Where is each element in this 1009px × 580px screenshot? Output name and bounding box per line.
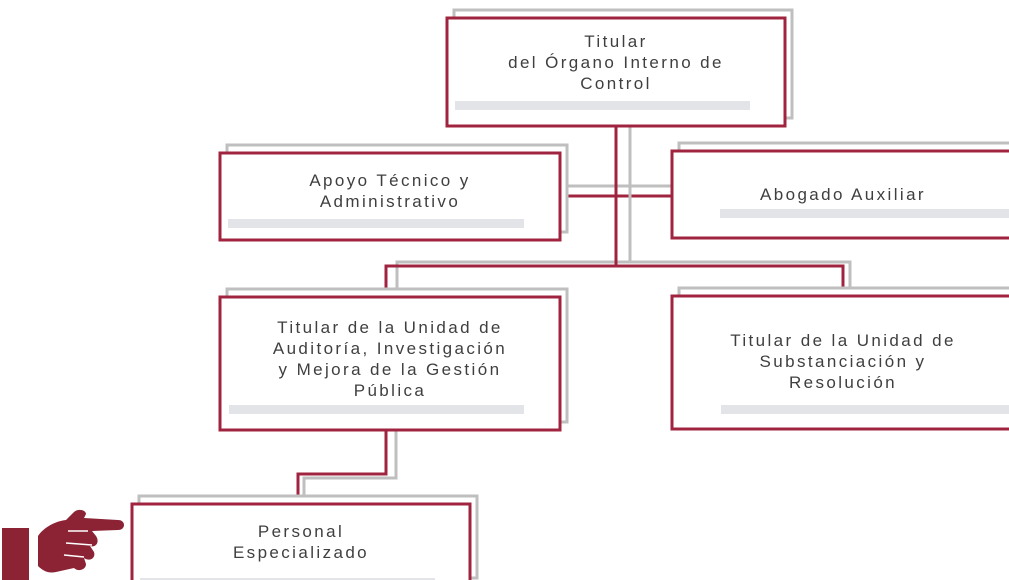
node-label-auditoria: Titular de la Unidad de Auditoría, Inves… — [272, 318, 508, 400]
hand-crease-2 — [65, 542, 93, 546]
hand-crease-3 — [63, 554, 85, 558]
node-label-substanciacion: Titular de la Unidad de Substanciación y… — [730, 330, 956, 392]
pointing-hand-icon — [2, 509, 124, 580]
node-bar-personal — [140, 578, 435, 580]
connector-shadow-titular-auditoria — [395, 126, 632, 290]
node-label-abogado: Abogado Auxiliar — [760, 184, 926, 204]
hand-cuff — [2, 528, 29, 580]
connector-lines — [296, 121, 852, 504]
connector-shadow-titular-apoyo — [566, 121, 632, 188]
connector-shadow-titular-substanciacion — [630, 260, 852, 290]
connector-shadow-auditoria-personal — [302, 422, 398, 496]
node-frame-abogado — [670, 149, 1009, 240]
node-bar-abogado — [720, 209, 1009, 218]
node-label-titular: Titular del Órgano Interno de Control — [508, 31, 724, 93]
node-bar-apoyo — [228, 219, 524, 228]
node-label-personal: Personal Especializado — [232, 522, 370, 562]
node-bar-auditoria — [229, 405, 524, 414]
node-frames — [130, 8, 1009, 580]
hand-shape — [38, 509, 124, 573]
connector-titular-auditoria — [384, 186, 618, 297]
node-label-apoyo: Apoyo Técnico y Administrativo — [309, 171, 471, 211]
node-frame-personal — [130, 502, 472, 580]
hand-cuff-gap — [29, 534, 38, 576]
connector-titular-substanciacion — [616, 264, 845, 296]
node-bar-substanciacion — [721, 405, 1009, 414]
connector-auditoria-personal — [296, 430, 388, 504]
node-bar-titular — [455, 101, 750, 110]
